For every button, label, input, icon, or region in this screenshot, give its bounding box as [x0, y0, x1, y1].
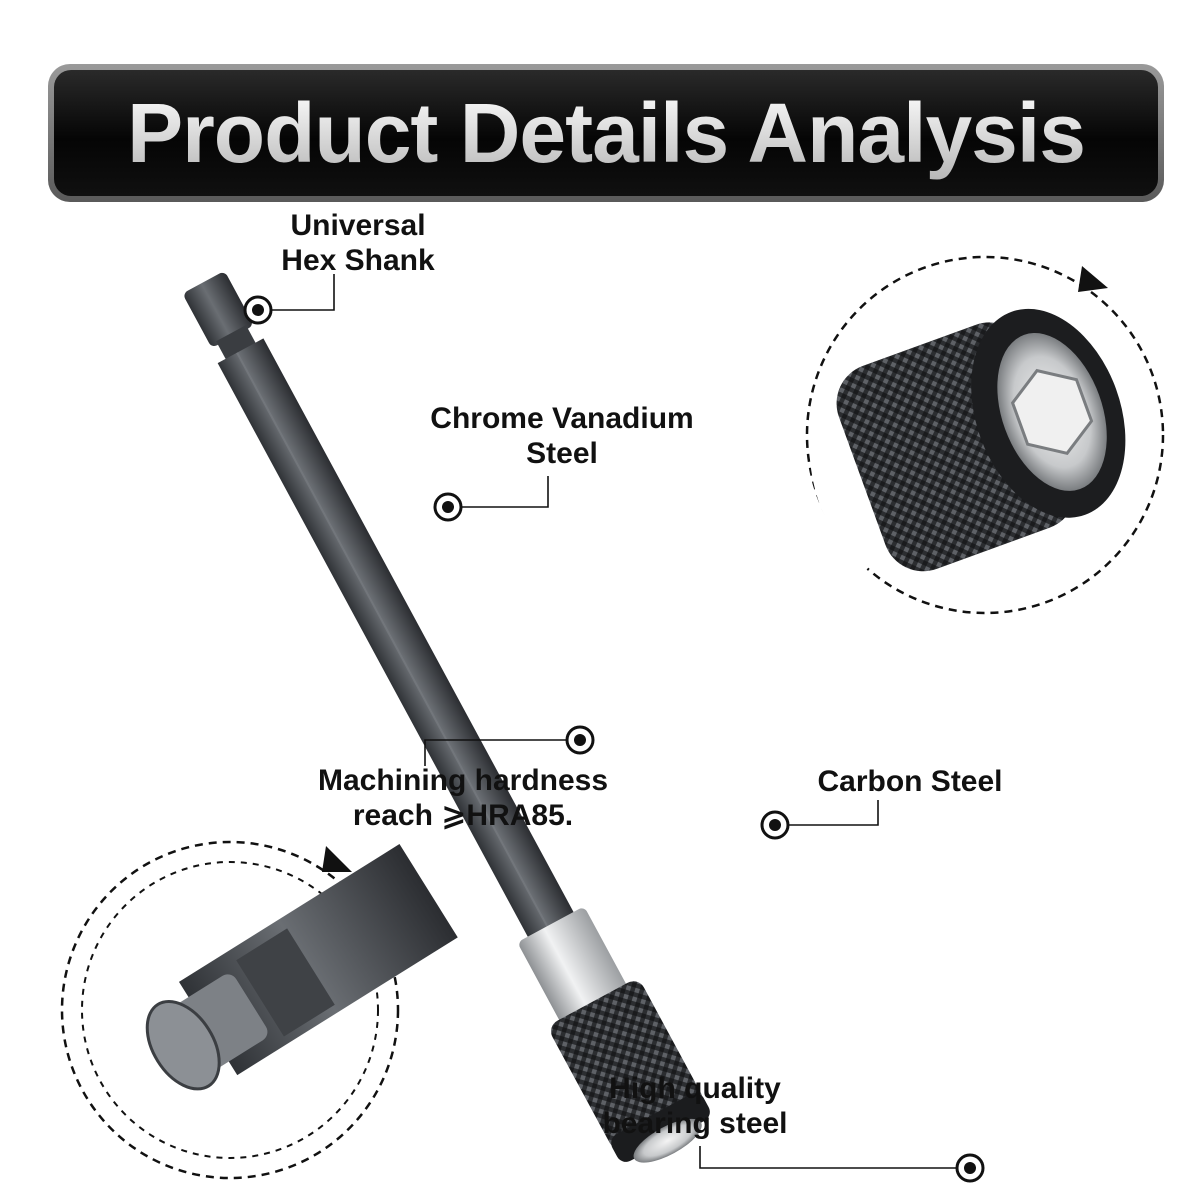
page-title: Product Details Analysis	[127, 85, 1086, 180]
rotate-arrow-icon	[322, 846, 352, 872]
label-chrome-line2: Steel	[526, 437, 598, 470]
hex-tip	[184, 272, 252, 346]
knurled-collar	[551, 981, 703, 1149]
silver-sleeve	[519, 908, 628, 1025]
label-machining-line2: reach ⩾HRA85.	[352, 799, 574, 832]
label-hex-shank: Universal Hex Shank	[258, 208, 458, 278]
callout-marker-icon	[955, 1153, 985, 1183]
callout-marker-icon	[565, 725, 595, 755]
collar-end	[611, 1093, 710, 1162]
tool-body	[184, 272, 710, 1163]
label-bearing-line2: bearing steel	[602, 1107, 788, 1140]
hex-neck	[216, 325, 257, 361]
label-carbon-line1: Carbon Steel	[817, 765, 1003, 798]
shaft	[217, 338, 576, 941]
label-bearing-steel: High quality bearing steel	[590, 1071, 800, 1141]
detail-circle-hex	[60, 840, 458, 1180]
callout-marker-icon	[760, 810, 790, 840]
title-banner: Product Details Analysis	[48, 64, 1164, 202]
rotate-arrow-icon	[1078, 266, 1108, 292]
socket-hole	[633, 1118, 702, 1163]
label-machining-line1: Machining hardness	[317, 764, 609, 797]
callout-lines	[258, 274, 970, 1169]
label-hex-shank-line2: Hex Shank	[281, 244, 435, 277]
detail-circle-socket	[805, 255, 1165, 615]
label-carbon-steel: Carbon Steel	[800, 764, 1020, 799]
title-banner-inner: Product Details Analysis	[54, 70, 1158, 196]
label-machining-hardness: Machining hardness reach ⩾HRA85.	[298, 763, 628, 833]
label-chrome-line1: Chrome Vanadium	[430, 402, 694, 435]
label-bearing-line1: High quality	[609, 1072, 781, 1105]
label-chrome-vanadium: Chrome Vanadium Steel	[412, 401, 712, 471]
label-hex-shank-line1: Universal	[290, 209, 426, 242]
callout-marker-icon	[243, 295, 273, 325]
callout-marker-icon	[433, 492, 463, 522]
